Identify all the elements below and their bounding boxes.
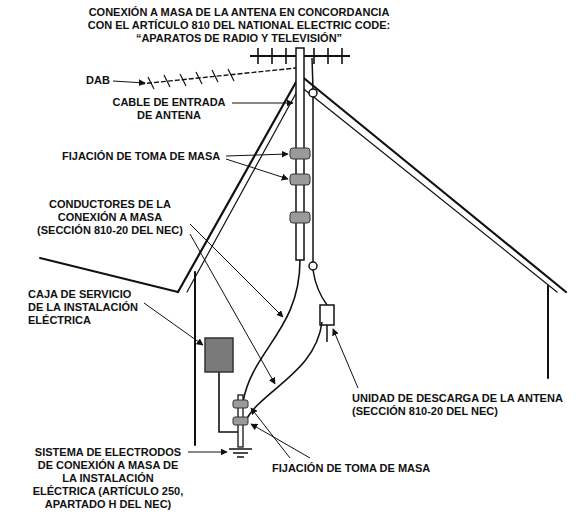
house-wall [547, 286, 549, 378]
callout-label: CABLE DE ENTRADA DE ANTENA [108, 96, 230, 122]
cable [312, 58, 313, 89]
cable [326, 325, 328, 342]
callout-label: CONDUCTORES DE LA CONEXIÓN A MASA (SECCI… [35, 198, 185, 237]
callout-label: FIJACIÓN DE TOMA DE MASA [62, 150, 232, 163]
roof-eave [40, 258, 178, 292]
callout-label: FIJACIÓN DE TOMA DE MASA [272, 462, 447, 475]
leader-line [226, 159, 288, 179]
callout-label: UNIDAD DE DESCARGA DE LA ANTENA (SECCIÓN… [352, 392, 574, 418]
leader-line [190, 224, 283, 317]
ground-clamp [233, 400, 248, 408]
callout-label: SISTEMA DE ELECTRODOS DE CONEXIÓN A MASA… [30, 446, 186, 511]
cable [313, 270, 327, 305]
leader-line [226, 154, 288, 156]
standoff-ring [309, 89, 317, 97]
leader-line [251, 424, 310, 458]
cable [312, 97, 314, 262]
ground-clamp [233, 417, 248, 425]
leader-line [251, 408, 290, 458]
ground-wire [243, 260, 300, 402]
leader-line [188, 452, 227, 453]
leader-line [144, 303, 203, 345]
dab-antenna [140, 68, 296, 89]
mast-clamps [290, 148, 310, 223]
antenna-label: DAB [86, 74, 126, 87]
service-box [205, 338, 233, 372]
ground-conductors [219, 260, 322, 432]
ground-symbol [229, 449, 252, 457]
leader-line [232, 103, 293, 104]
house-wall [194, 272, 196, 445]
roof-edge [300, 75, 566, 292]
roof-trim [187, 86, 300, 292]
rod-clamps [233, 400, 248, 425]
callout-label: CAJA DE SERVICIO DE LA INSTALACIÓN ELÉCT… [28, 288, 144, 327]
leader-line [333, 329, 358, 388]
roof-trim [300, 86, 557, 292]
leader-lines [113, 81, 358, 458]
lead-in-cable [309, 58, 327, 342]
ground-clamp [290, 174, 310, 185]
antenna-element [148, 69, 234, 89]
leader-line [113, 81, 145, 83]
discharge-unit [320, 305, 334, 325]
ground-clamp [290, 212, 310, 223]
ground-wire [246, 322, 322, 420]
leader-line [190, 234, 275, 384]
standoff-ring [309, 262, 317, 270]
diagram-title: CONEXIÓN A MASA DE LA ANTENA EN CONCORDA… [80, 6, 398, 45]
ground-clamp [290, 148, 310, 159]
